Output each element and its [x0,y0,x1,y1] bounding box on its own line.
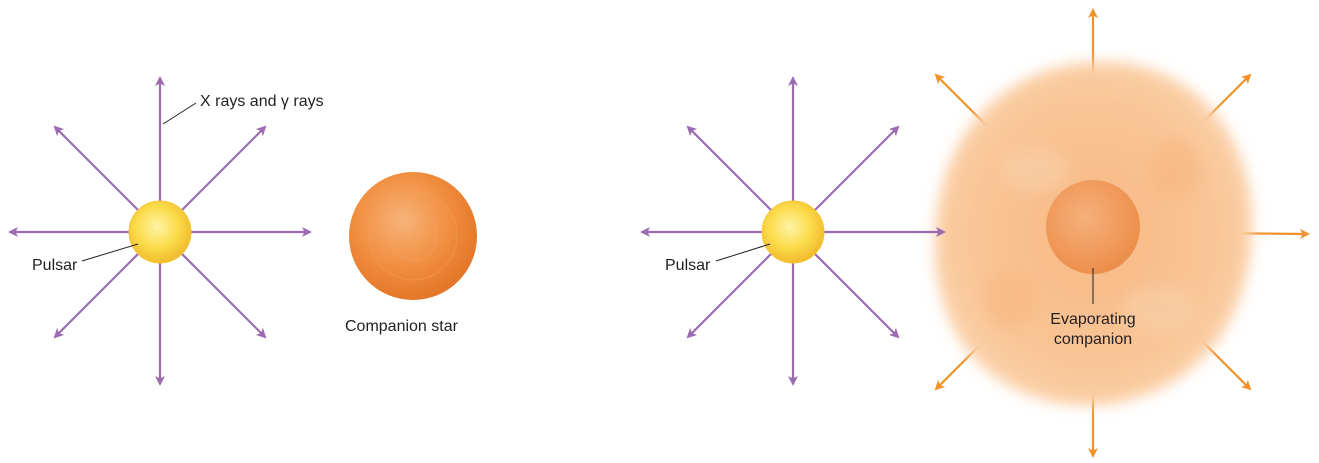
pulsar-right-label: Pulsar [665,257,711,274]
radiation-label: X rays and γ rays [200,93,324,110]
evaporating-label-line1: Evaporating [1050,311,1135,328]
pulsar-right-leader-line [716,244,770,261]
pulsar-icon [129,201,191,263]
evaporating-cloud-icon [935,62,1252,406]
left-panel: X rays and γ rays Pulsar Companion star [10,78,477,384]
companion-label: Companion star [345,318,459,335]
evaporating-label-line2: companion [1054,331,1132,348]
radiation-leader-line [163,103,196,124]
right-panel: Pulsar Evaporating companion [642,10,1308,456]
pulsar-left-leader-line [82,244,138,261]
companion-star-icon [349,172,477,300]
pulsar-icon [762,201,824,263]
pulsar-left-label: Pulsar [32,257,78,274]
evaporating-companion-core [1046,180,1140,274]
